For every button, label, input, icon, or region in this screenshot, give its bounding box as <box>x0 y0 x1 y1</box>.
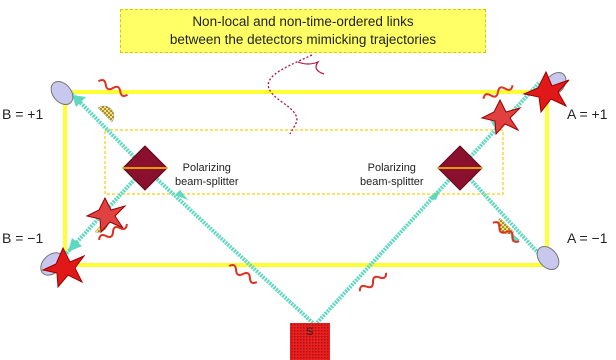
beam-paths <box>63 80 542 327</box>
source-icon <box>290 323 330 360</box>
detector-b-plus-icon <box>50 80 74 106</box>
label-b-plus: B = +1 <box>2 106 44 122</box>
label-a-plus: A = +1 <box>567 106 608 122</box>
star-icon-b-minus-inner <box>85 196 127 234</box>
beam-splitter-left-label: Polarizing beam-splitter <box>175 161 239 189</box>
detector-a-minus-icon <box>536 245 560 271</box>
callout-pointer <box>267 54 313 135</box>
label-b-minus: B = −1 <box>2 230 44 246</box>
beam-splitter-right-icon <box>437 145 483 191</box>
beam-splitter-right-label: Polarizing beam-splitter <box>360 161 424 189</box>
beam-splitter-left-icon <box>122 145 168 191</box>
detector-b-plus-inner-icon <box>97 105 115 123</box>
beam-splitter-right-line-1: Polarizing <box>367 162 416 174</box>
callout-box: Non-local and non-time-ordered links bet… <box>120 9 486 53</box>
source-label: S <box>306 326 314 338</box>
outer-link-box <box>63 90 549 267</box>
beam-splitter-right-line-2: beam-splitter <box>360 176 424 188</box>
star-icon-a-plus-inner <box>480 98 522 136</box>
label-a-minus: A = −1 <box>567 230 608 246</box>
callout-squiggle <box>297 60 325 75</box>
callout-line-2: between the detectors mimicking trajecto… <box>169 32 437 47</box>
star-icon-b-minus <box>41 246 86 289</box>
callout-line-1: Non-local and non-time-ordered links <box>192 14 414 29</box>
inner-link-box <box>104 129 504 195</box>
star-icon-a-plus <box>522 70 570 114</box>
beam-splitter-left-line-1: Polarizing <box>182 162 231 174</box>
photon-wave-icons <box>97 78 520 292</box>
beam-splitter-left-line-2: beam-splitter <box>175 176 239 188</box>
